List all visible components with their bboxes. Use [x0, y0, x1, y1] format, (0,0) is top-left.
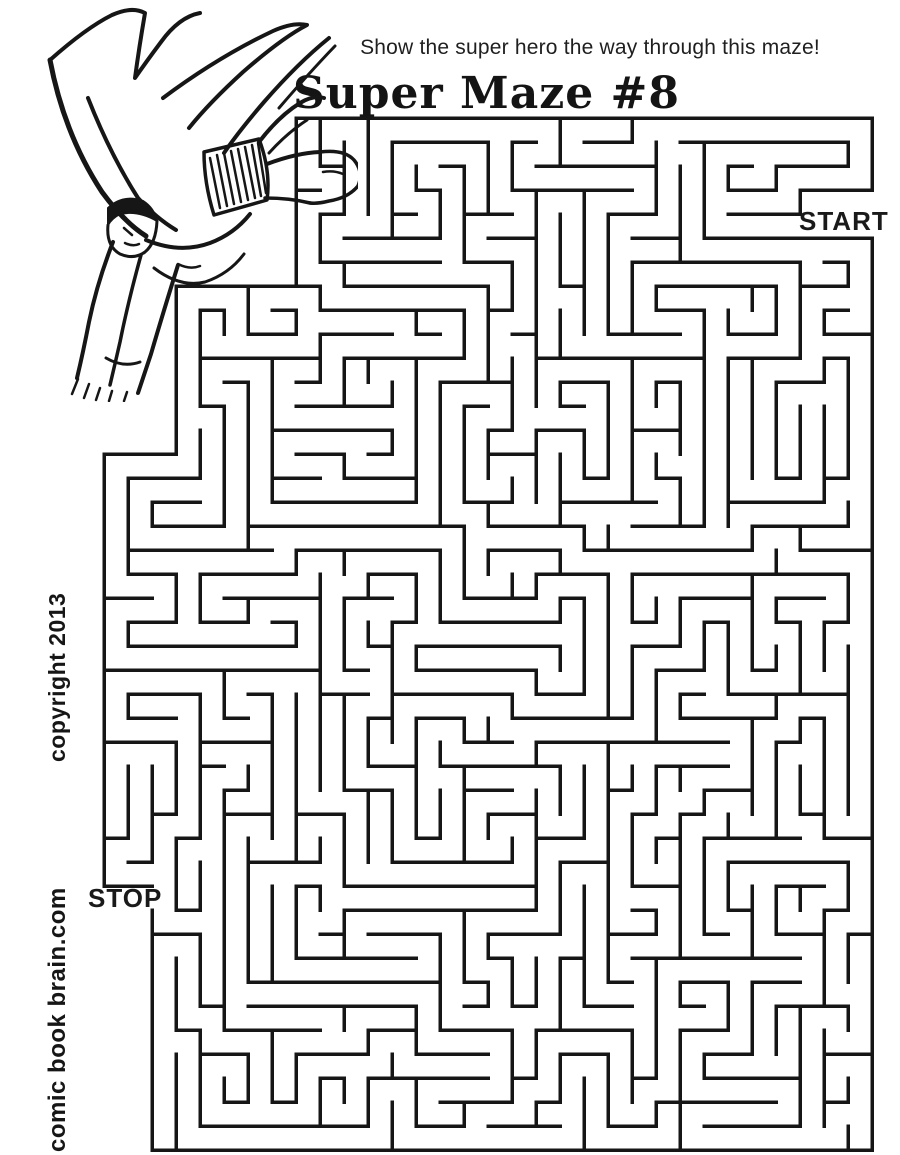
start-label: START	[799, 206, 889, 236]
page-title: Super Maze #8	[293, 68, 681, 119]
website-text: comic book brain.com	[44, 887, 71, 1152]
instruction-text: Show the super hero the way through this…	[360, 36, 820, 59]
superhero-illustration	[47, 8, 358, 402]
maze-walls	[102, 116, 874, 1152]
copyright-text: copyright 2013	[44, 592, 70, 762]
stop-label: STOP	[88, 883, 163, 913]
